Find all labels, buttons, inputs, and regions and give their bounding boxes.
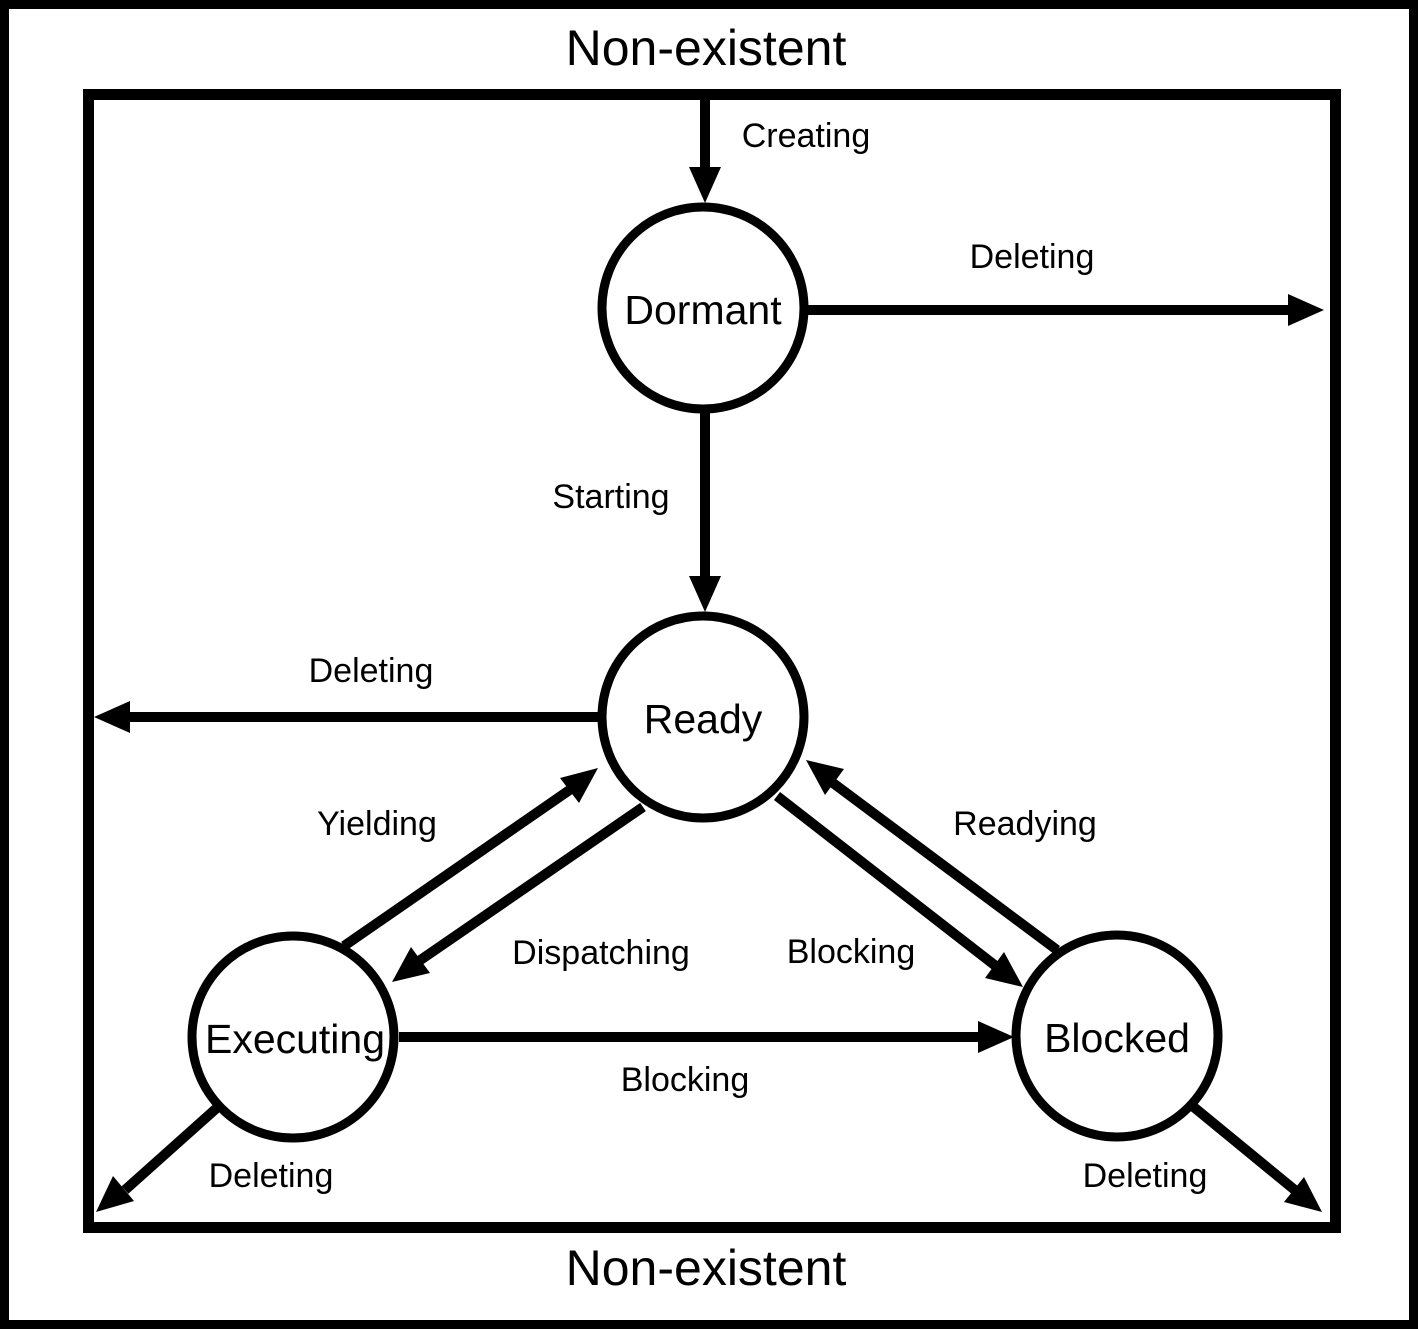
bottom-region-label: Non-existent bbox=[566, 1240, 847, 1296]
deleting-from-ready-label: Deleting bbox=[309, 652, 434, 690]
ready-state-label: Ready bbox=[644, 696, 763, 742]
deleting-from-blocked-arrow bbox=[1186, 1100, 1322, 1212]
starting-arrow bbox=[689, 413, 721, 612]
readying-arrow bbox=[806, 760, 1060, 955]
deleting-from-executing-label: Deleting bbox=[209, 1157, 334, 1195]
blocking-horizontal-arrow bbox=[399, 1021, 1014, 1053]
deleting-from-blocked-label: Deleting bbox=[1083, 1157, 1208, 1195]
dispatching-label: Dispatching bbox=[512, 934, 690, 972]
deleting-from-executing-arrow bbox=[96, 1102, 223, 1212]
inner-border bbox=[83, 89, 1341, 1233]
dormant-state-label: Dormant bbox=[624, 287, 782, 333]
starting-label: Starting bbox=[552, 478, 669, 516]
ready-state-circle bbox=[597, 611, 809, 823]
executing-state-circle bbox=[187, 931, 399, 1143]
creating-label: Creating bbox=[742, 117, 871, 155]
blocking-diagonal-label: Blocking bbox=[787, 933, 916, 971]
creating-arrow bbox=[689, 99, 721, 203]
blocking-diagonal-arrow bbox=[773, 792, 1023, 987]
readying-label: Readying bbox=[953, 805, 1097, 843]
deleting-from-ready-arrow bbox=[94, 701, 599, 733]
dormant-state-circle bbox=[597, 202, 809, 414]
top-region-label: Non-existent bbox=[566, 20, 847, 76]
deleting-from-dormant-arrow bbox=[808, 294, 1324, 326]
dispatching-arrow bbox=[392, 802, 646, 982]
blocked-state-circle bbox=[1011, 930, 1223, 1142]
deleting-from-dormant-label: Deleting bbox=[970, 238, 1095, 276]
yielding-arrow bbox=[341, 768, 598, 951]
executing-state-label: Executing bbox=[205, 1016, 385, 1062]
yielding-label: Yielding bbox=[317, 805, 437, 843]
blocked-state-label: Blocked bbox=[1044, 1015, 1190, 1061]
blocking-horizontal-label: Blocking bbox=[621, 1061, 750, 1099]
